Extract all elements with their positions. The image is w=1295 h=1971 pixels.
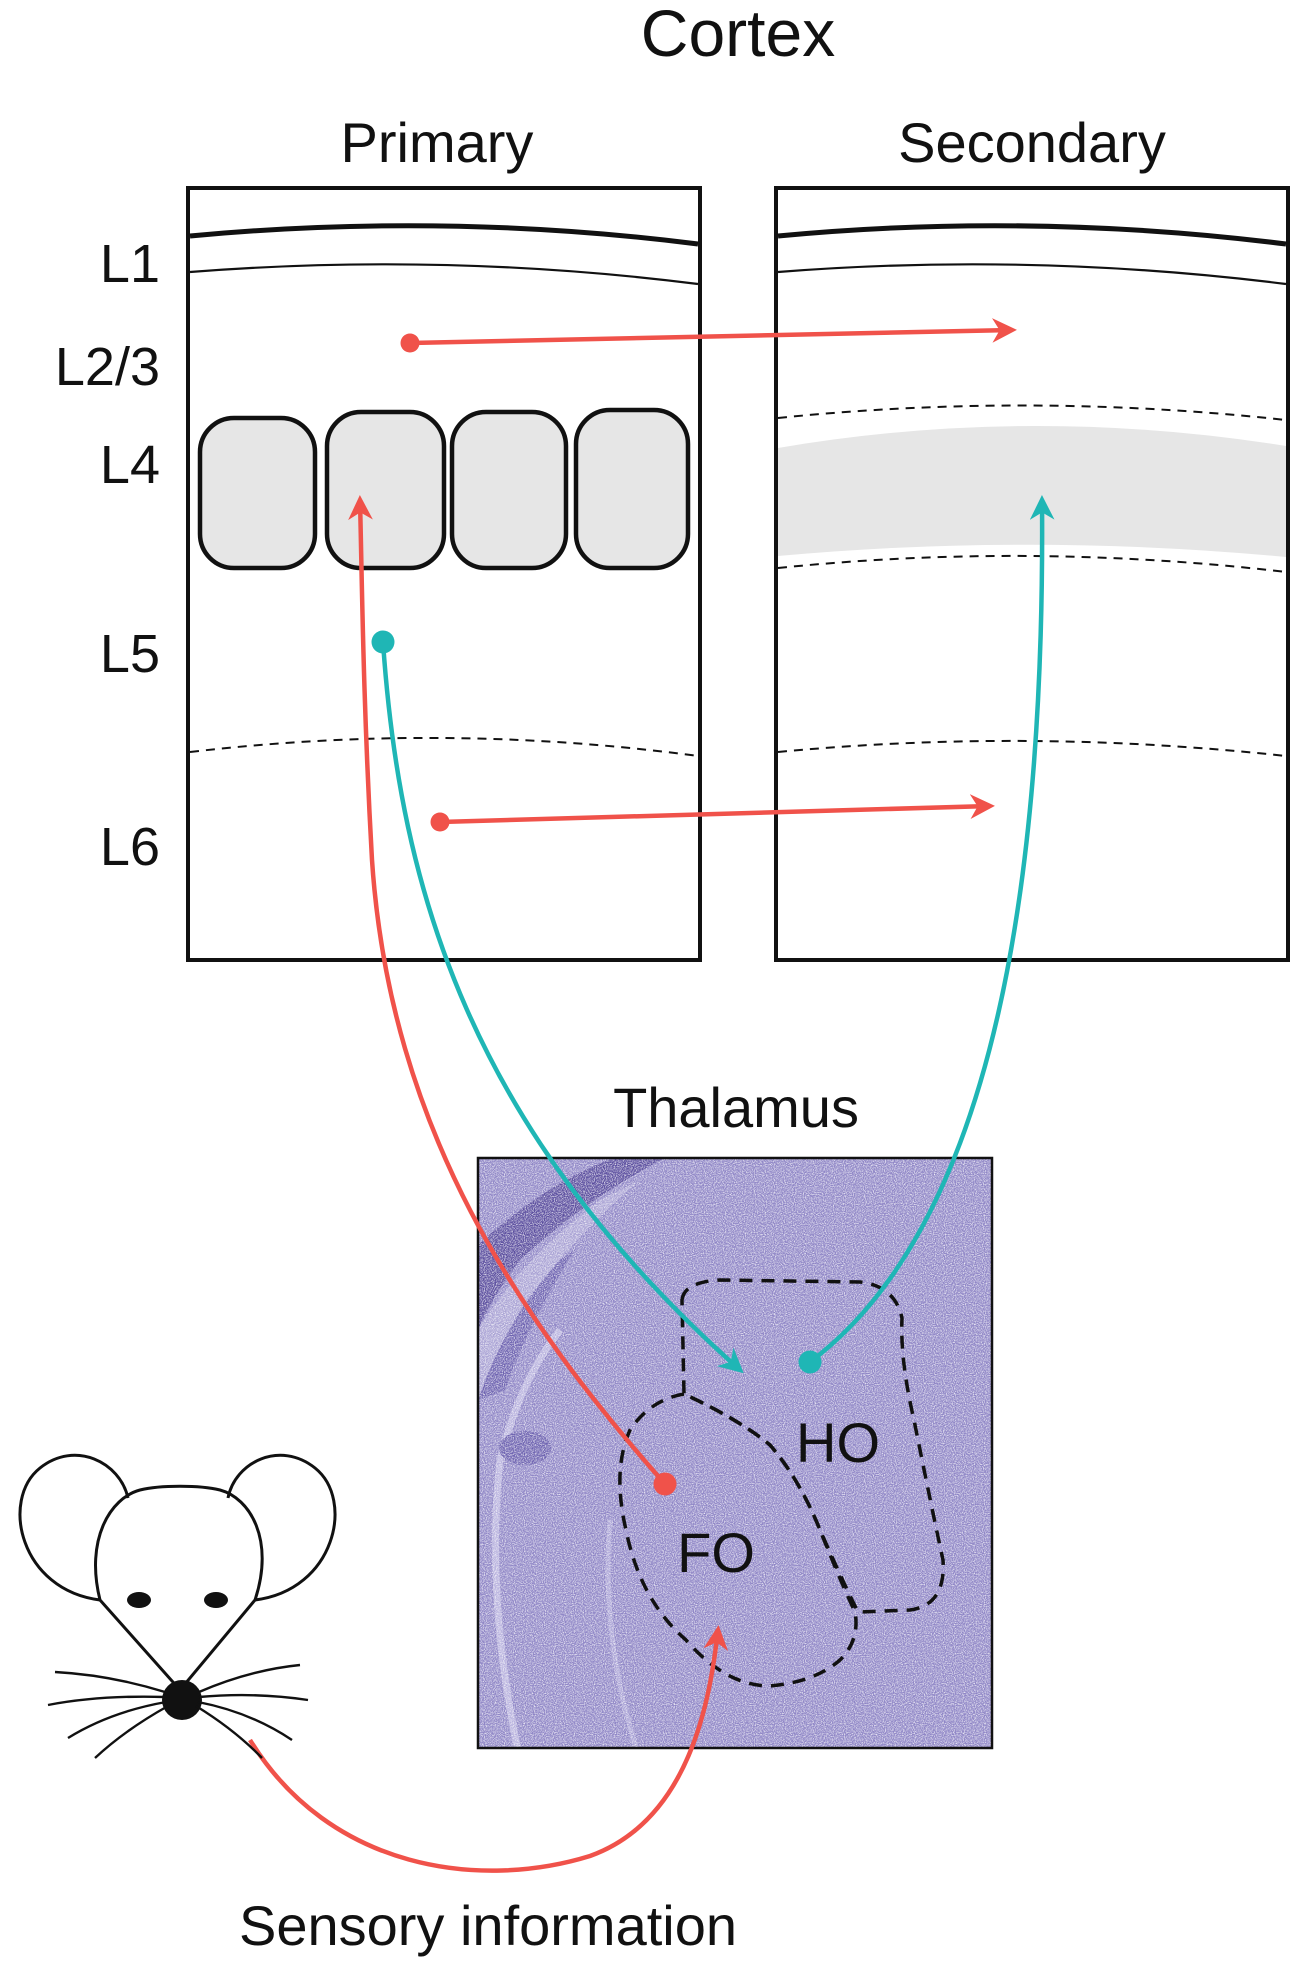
secondary-cortex-panel [774, 186, 1290, 962]
l23-corticocortical-arrow [409, 318, 1017, 346]
barrel [197, 415, 318, 571]
mouse-whiskers [47, 1663, 309, 1759]
sensory-information-label: Sensory information [239, 1894, 737, 1957]
mouse-left-ear [18, 1453, 130, 1602]
layer-label-l6: L6 [100, 817, 160, 877]
l23-origin-dot [400, 333, 420, 353]
fo-nucleus-outline [618, 1392, 858, 1688]
secondary-pial-surface [777, 223, 1287, 247]
thalamus-label: Thalamus [613, 1076, 859, 1139]
secondary-cortex-label: Secondary [898, 111, 1166, 174]
layer-label-l5: L5 [100, 624, 160, 684]
primary-l1-boundary [189, 263, 699, 286]
primary-cortex-panel [186, 186, 702, 962]
thalamus-frame [476, 1156, 994, 1750]
fo-to-primary-l4-arrow [348, 495, 667, 1486]
sensory-input-arrow [248, 1625, 729, 1873]
mouse-nose [162, 1680, 202, 1720]
layer-label-l1: L1 [100, 234, 160, 294]
mouse-right-eye [204, 1592, 228, 1608]
secondary-l56-boundary [777, 739, 1287, 757]
mouse-left-eye [127, 1592, 151, 1608]
mouse-head-icon [18, 1453, 337, 1759]
layer-label-l23: L2/3 [55, 337, 160, 397]
barrel [573, 407, 691, 571]
fo-nucleus-label: FO [677, 1521, 755, 1584]
ho-nucleus-label: HO [796, 1411, 880, 1474]
secondary-l4-band [778, 425, 1286, 557]
secondary-l23-l4-boundary [777, 404, 1287, 421]
ho-nucleus-outline [680, 1278, 945, 1614]
barrel-row [197, 407, 691, 571]
barrel [324, 409, 447, 571]
primary-cortex-frame [186, 186, 702, 962]
secondary-l4-l5-boundary [777, 554, 1287, 573]
barrel [449, 409, 569, 571]
mouse-right-ear [226, 1453, 337, 1602]
layer-label-l4: L4 [100, 435, 160, 495]
ho-to-secondary-l4-arrow [808, 495, 1055, 1364]
fo-origin-dot [653, 1472, 677, 1496]
ho-origin-dot [798, 1350, 822, 1374]
secondary-l1-boundary [777, 263, 1287, 286]
l5-origin-dot [371, 630, 395, 654]
l5-to-ho-arrow [380, 641, 744, 1374]
secondary-cortex-frame [774, 186, 1290, 962]
mouse-face [94, 1484, 264, 1693]
primary-l56-boundary [189, 736, 699, 757]
primary-cortex-label: Primary [341, 111, 534, 174]
cortex-title: Cortex [641, 0, 835, 70]
primary-pial-surface [189, 223, 699, 247]
l6-origin-dot [430, 812, 450, 832]
l6-corticocortical-arrow [439, 794, 995, 825]
